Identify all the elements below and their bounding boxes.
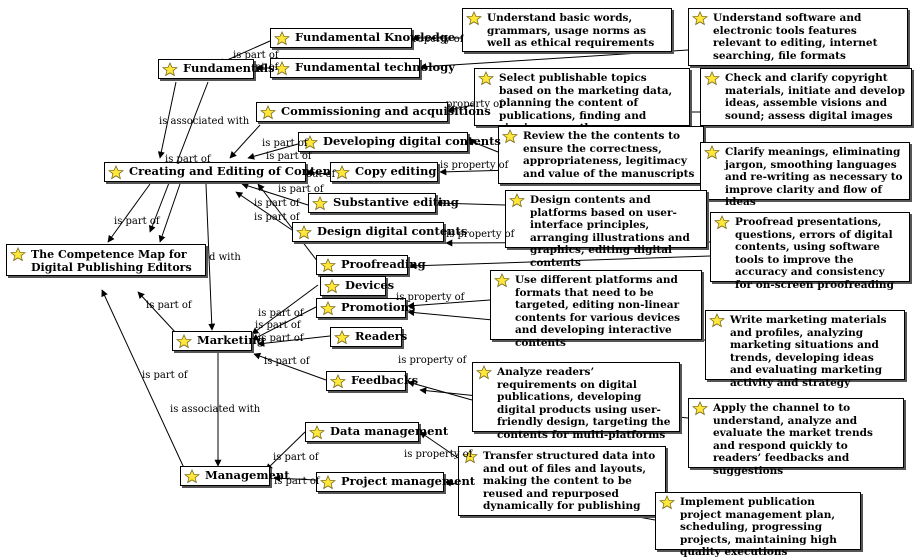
description-box[interactable]: Apply the channel to to understand, anal… — [688, 398, 904, 477]
node-feedbacks[interactable]: Feedbacks — [326, 371, 418, 391]
link-label: is part of — [264, 356, 310, 367]
description-box[interactable]: Proofread presentations, questions, erro… — [710, 212, 910, 291]
node-data-management[interactable]: Data management — [305, 422, 448, 442]
link-label: is part of — [142, 370, 188, 381]
node-copy-editing[interactable]: Copy editing — [330, 162, 438, 182]
link-label: is property of — [398, 355, 467, 366]
star-icon — [466, 11, 482, 26]
description-box[interactable]: Design contents and platforms based on u… — [505, 190, 707, 269]
link-label: is part of — [165, 154, 211, 165]
star-icon — [330, 374, 346, 389]
star-icon — [184, 469, 200, 484]
link-label: is associated with — [159, 116, 250, 127]
link-label: is property of — [404, 449, 473, 460]
description-box[interactable]: Write marketing materials and profiles, … — [705, 310, 905, 389]
star-icon — [334, 165, 350, 180]
description-box[interactable]: Clarify meanings, eliminating jargon, sm… — [700, 142, 910, 208]
node-readers[interactable]: Readers — [330, 327, 407, 347]
link-label: is part of — [114, 216, 160, 227]
description-box[interactable]: Implement publication project management… — [655, 492, 861, 558]
link-label: is property of — [446, 229, 515, 240]
link-label: pt of — [255, 62, 279, 73]
node-marketing[interactable]: Marketing — [172, 331, 265, 351]
description-box[interactable]: Select publishable topics based on the m… — [474, 68, 690, 134]
node-substantive-editing[interactable]: Substantive editing — [308, 193, 459, 213]
link-label: d with — [209, 252, 241, 263]
link-label: is property of — [440, 160, 509, 171]
link-label: is part of — [233, 50, 279, 61]
star-icon — [296, 225, 312, 240]
node-devices[interactable]: Devices — [320, 276, 394, 296]
star-icon — [10, 247, 26, 262]
description-box[interactable]: Check and clarify copyright materials, i… — [700, 68, 912, 126]
star-icon — [692, 11, 708, 26]
star-icon — [320, 475, 336, 490]
star-icon — [704, 71, 720, 86]
star-icon — [709, 313, 725, 328]
link-label: is part of — [266, 151, 312, 162]
link-label: roperty of — [413, 34, 464, 45]
node-promotions[interactable]: Promotions — [316, 298, 415, 318]
node-developing-digital-contents[interactable]: Developing digital contents — [298, 132, 501, 152]
description-box[interactable]: Use different platforms and formats that… — [490, 270, 702, 349]
description-box[interactable]: Understand software and electronic tools… — [688, 8, 908, 66]
link-label: is part of — [254, 198, 300, 209]
star-icon — [309, 425, 325, 440]
node-management[interactable]: Management — [180, 466, 290, 486]
description-box[interactable]: Review the the contents to ensure the co… — [498, 126, 704, 184]
star-icon — [108, 165, 124, 180]
link-label: is part of — [258, 333, 304, 344]
node-design-digital-contents[interactable]: Design digital contents — [292, 222, 467, 242]
star-icon — [692, 401, 708, 416]
node-fundamentals[interactable]: Fundamentals — [158, 59, 275, 79]
star-icon — [494, 273, 510, 288]
node-project-management[interactable]: Project management — [316, 472, 475, 492]
star-icon — [162, 62, 178, 77]
star-icon — [334, 330, 350, 345]
star-icon — [476, 365, 492, 380]
link-label: is property of — [396, 292, 465, 303]
link-label: is part of — [254, 212, 300, 223]
star-icon — [659, 495, 675, 510]
link-label: is part of — [262, 138, 308, 149]
link-label: is part of — [258, 308, 304, 319]
star-icon — [714, 215, 730, 230]
node-fundamental-knowledge[interactable]: Fundamental Knowledge — [270, 28, 455, 48]
star-icon — [320, 258, 336, 273]
link-label: is part of — [274, 476, 320, 487]
description-box[interactable]: Transfer structured data into and out of… — [458, 446, 666, 516]
link-label: is part of — [278, 184, 324, 195]
link-label: is part of — [273, 452, 319, 463]
star-icon — [320, 301, 336, 316]
star-icon — [274, 31, 290, 46]
link-label: is part of — [255, 320, 301, 331]
node-fundamental-technology[interactable]: Fundamental technology — [270, 58, 455, 78]
node-root-competence-map[interactable]: The Competence Map for Digital Publishin… — [6, 244, 206, 276]
star-icon — [704, 145, 720, 160]
star-icon — [478, 71, 494, 86]
node-proofreading[interactable]: Proofreading — [316, 255, 426, 275]
star-icon — [509, 193, 525, 208]
node-commissioning-acquisitions[interactable]: Commissioning and acquisitions — [256, 102, 491, 122]
link-label: is associated with — [170, 404, 261, 415]
star-icon — [312, 196, 328, 211]
link-label: out of — [306, 169, 336, 180]
link-label: is part of — [146, 300, 192, 311]
description-box[interactable]: Understand basic words, grammars, usage … — [462, 8, 672, 52]
description-box[interactable]: Analyze readers’ requirements on digital… — [472, 362, 680, 441]
star-icon — [324, 279, 340, 294]
star-icon — [260, 105, 276, 120]
star-icon — [176, 334, 192, 349]
star-icon — [502, 129, 518, 144]
link-label: property of — [446, 99, 503, 110]
node-creating-editing-contents[interactable]: Creating and Editing of Contents — [104, 162, 343, 182]
